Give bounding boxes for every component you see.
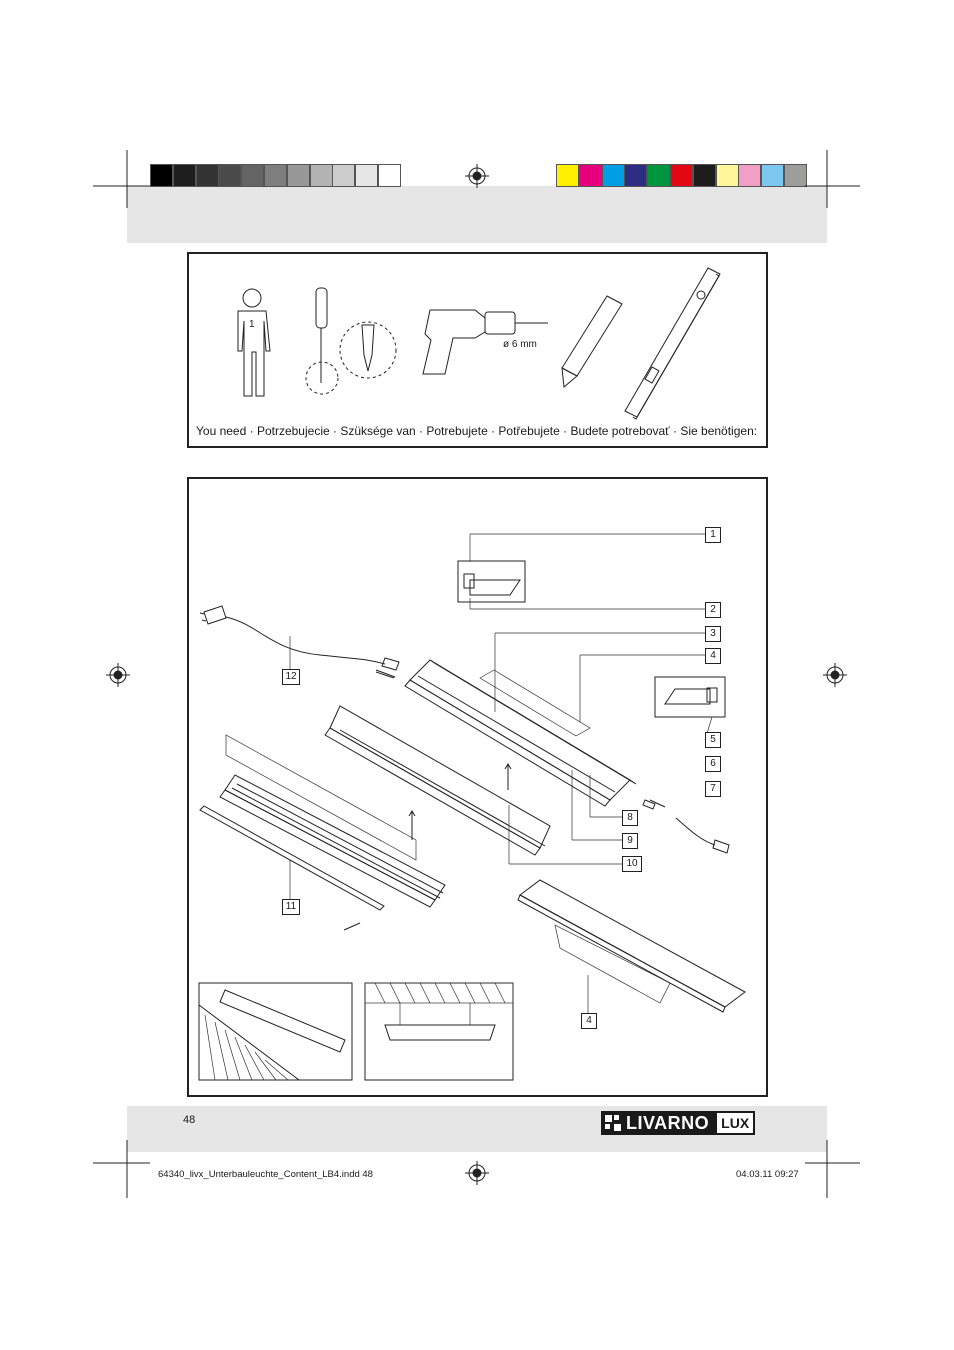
inset-wall-mount <box>198 982 353 1081</box>
callout-12: 12 <box>282 669 300 685</box>
color-swatch <box>670 164 693 187</box>
assembly-arrows <box>343 669 666 931</box>
brand-logo: LIVARNO LUX <box>601 1111 756 1135</box>
callout-9: 9 <box>622 833 638 849</box>
color-swatch <box>332 164 356 187</box>
color-swatch <box>241 164 265 187</box>
pencil-icon <box>561 295 623 388</box>
callout-4: 4 <box>705 648 721 664</box>
callout-2: 2 <box>705 602 721 618</box>
color-swatch <box>601 164 625 187</box>
lamp-housing-middle <box>324 705 551 856</box>
callout-1: 1 <box>705 527 721 543</box>
detail-box-end-cap-right <box>654 676 726 718</box>
color-swatch <box>738 164 762 187</box>
color-swatch <box>761 164 785 187</box>
callout-leaders <box>289 533 713 1014</box>
color-swatch <box>715 164 739 187</box>
color-swatch <box>172 164 196 187</box>
connector-cable <box>642 799 730 854</box>
brand-name: LIVARNO <box>626 1112 710 1133</box>
page-number: 48 <box>183 1114 196 1126</box>
glass-panel <box>225 734 417 861</box>
assembled-lamp <box>517 879 746 1013</box>
callout-10: 10 <box>622 856 642 872</box>
person-number: 1 <box>249 319 255 330</box>
callout-7: 7 <box>705 781 721 797</box>
fluorescent-tube <box>199 805 385 911</box>
inset-ceiling-mount <box>364 982 514 1081</box>
tools-panel <box>187 252 768 448</box>
power-cable <box>199 605 400 679</box>
color-swatch <box>378 164 401 187</box>
person-icon <box>237 288 271 397</box>
callout-4-bottom: 4 <box>581 1013 597 1029</box>
registration-mark-right <box>823 663 847 687</box>
color-swatch <box>355 164 379 187</box>
callout-6: 6 <box>705 756 721 772</box>
color-swatch <box>286 164 310 187</box>
brand-suffix: LUX <box>715 1111 756 1135</box>
screwdriver-icon <box>305 287 397 395</box>
crop-marks-top <box>93 150 860 208</box>
drill-icon <box>422 309 548 375</box>
color-swatch <box>195 164 219 187</box>
diffuser-top <box>479 669 591 737</box>
brand-logo-mark-icon <box>605 1115 621 1131</box>
callout-11: 11 <box>282 899 300 915</box>
header-band <box>127 186 827 243</box>
color-swatch <box>150 164 173 187</box>
callout-8: 8 <box>622 810 638 826</box>
callout-3: 3 <box>705 626 721 642</box>
crop-marks-bottom <box>93 1140 860 1198</box>
detail-box-end-cap-left <box>457 560 526 603</box>
color-swatch <box>624 164 648 187</box>
footer-file-name: 64340_livx_Unterbauleuchte_Content_LB4.i… <box>158 1169 373 1180</box>
color-swatch <box>264 164 287 187</box>
registration-mark-left <box>106 663 130 687</box>
callout-5: 5 <box>705 732 721 748</box>
registration-mark-top <box>465 164 489 188</box>
color-swatch <box>647 164 671 187</box>
registration-mark-bottom <box>465 1161 489 1185</box>
spirit-level-icon <box>624 267 721 420</box>
color-swatch <box>218 164 242 187</box>
color-swatch <box>556 164 579 187</box>
footer-date: 04.03.11 09:27 <box>736 1169 799 1180</box>
lamp-housing-top <box>404 659 637 807</box>
tools-caption: You need · Potrzebujecie · Szüksége van … <box>196 424 758 438</box>
color-swatch <box>578 164 602 187</box>
drill-size-label: ø 6 mm <box>503 339 537 350</box>
lamp-housing-bottom <box>219 774 446 908</box>
color-swatch <box>309 164 333 187</box>
color-swatch <box>784 164 807 187</box>
color-swatch <box>692 164 716 187</box>
